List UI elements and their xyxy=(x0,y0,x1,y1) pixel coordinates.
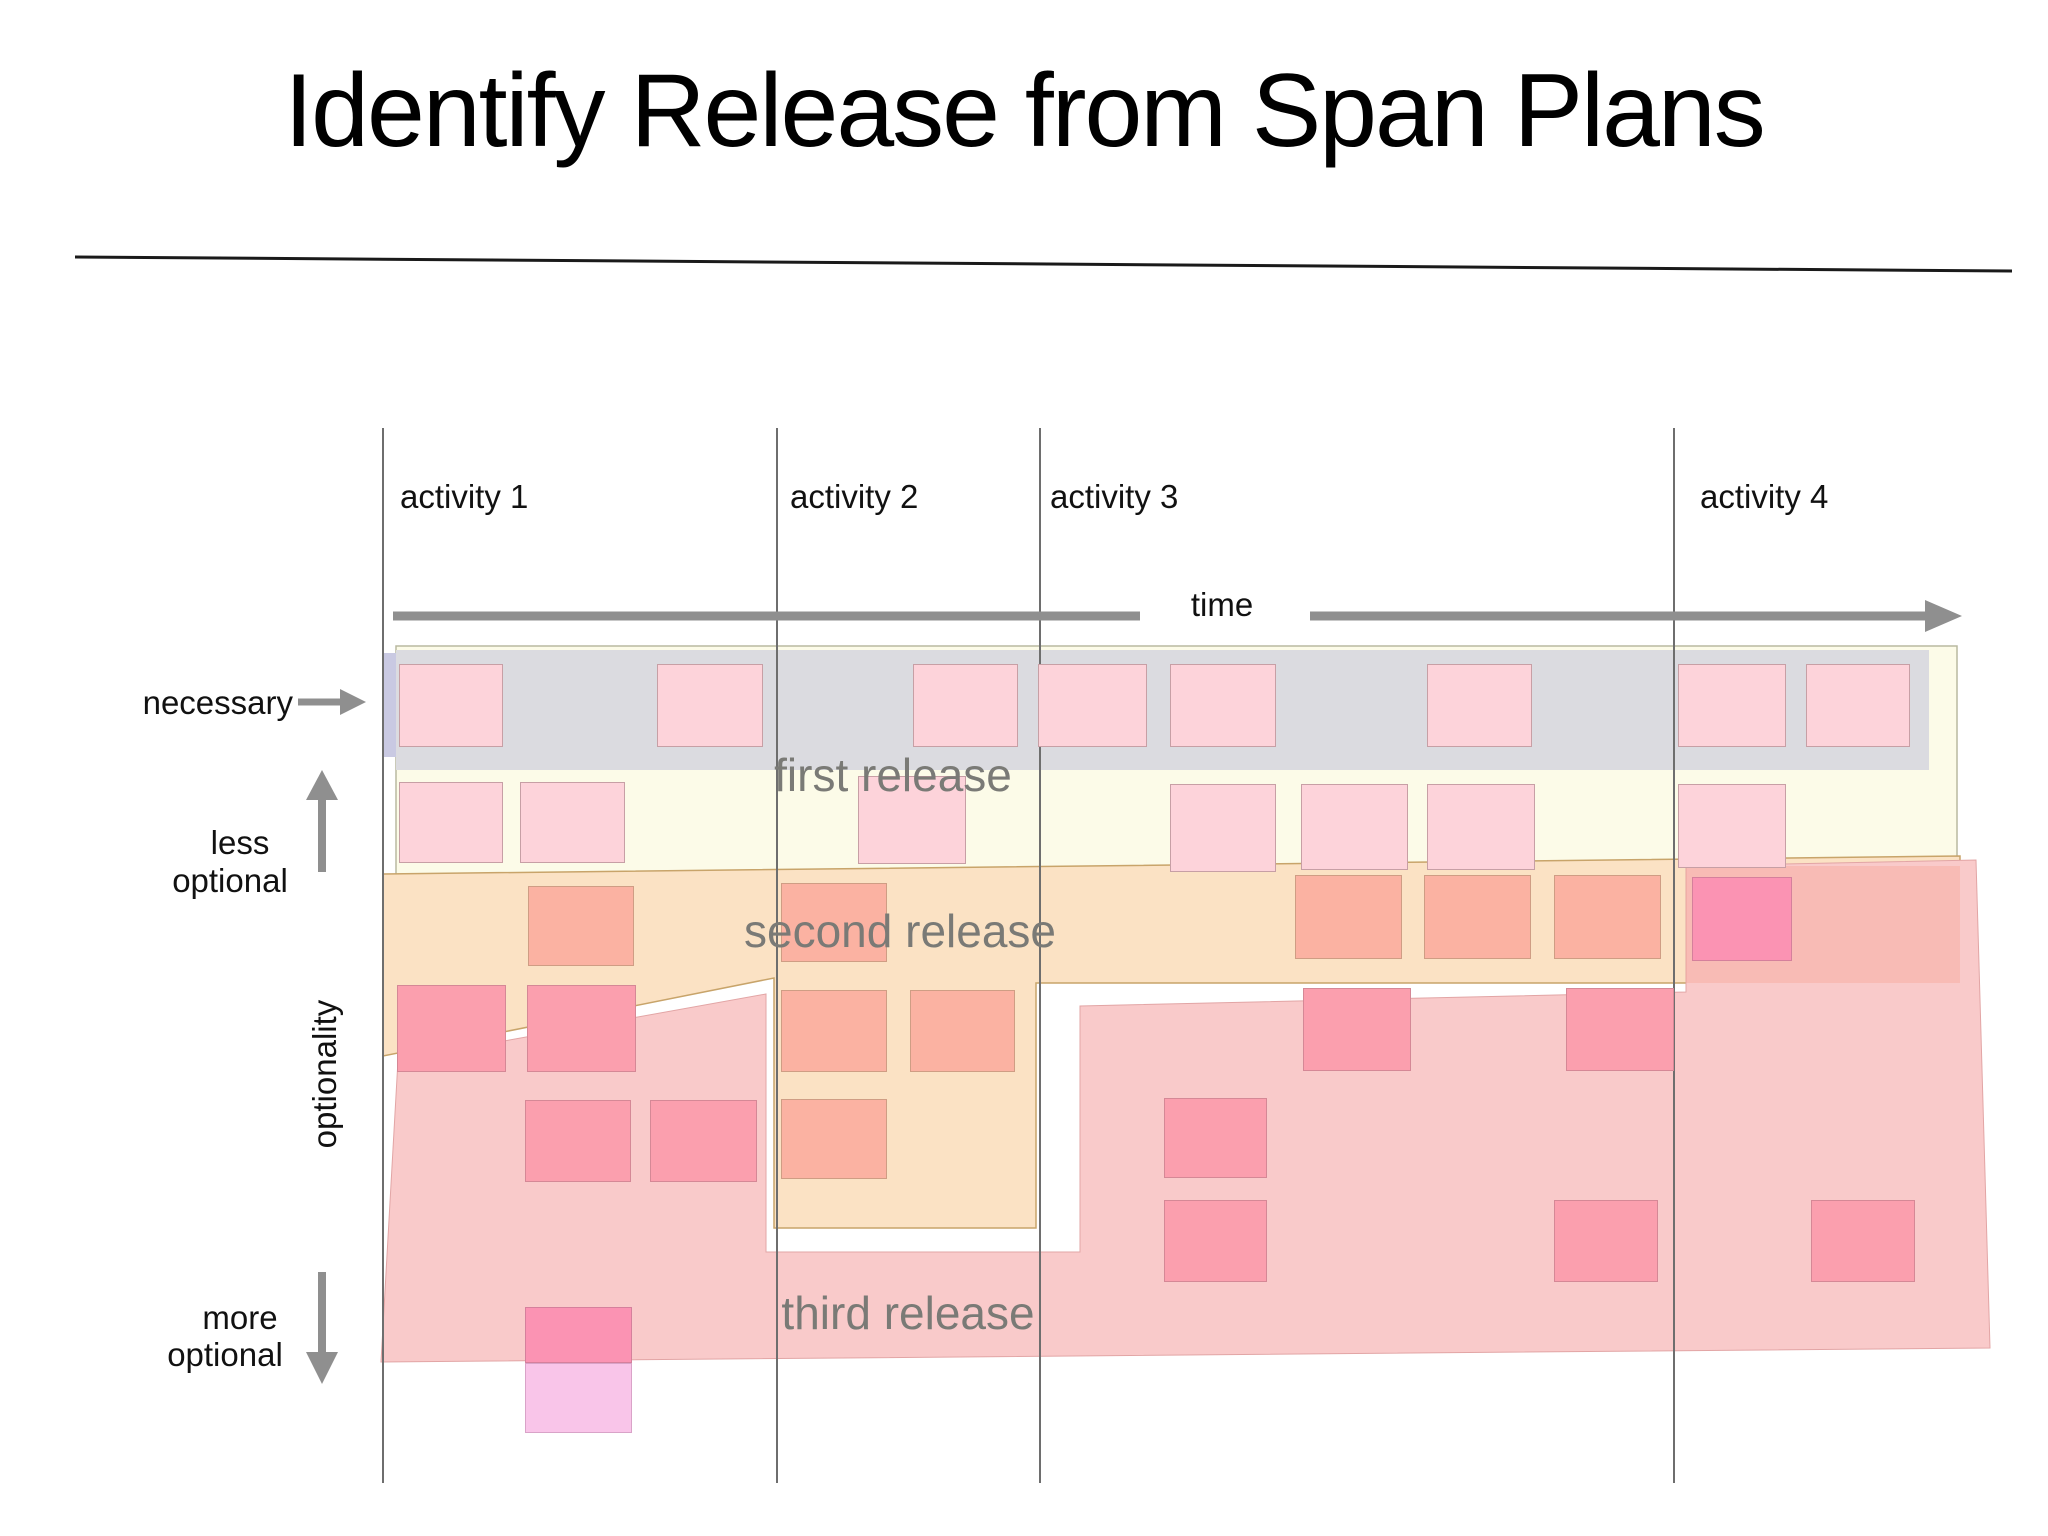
optionality-axis-label: optionality xyxy=(306,999,343,1149)
story-card xyxy=(650,1100,757,1182)
more-optional-label-line1: more xyxy=(202,1299,278,1336)
story-card xyxy=(1424,875,1531,959)
story-card xyxy=(525,1100,631,1182)
story-card xyxy=(528,886,634,966)
necessary-arrowhead-icon xyxy=(340,689,366,715)
story-card xyxy=(1554,875,1661,959)
story-card xyxy=(1295,875,1402,959)
necessary-band-left-edge xyxy=(383,653,397,757)
story-card xyxy=(781,990,887,1072)
third-release-label: third release xyxy=(781,1287,1035,1339)
story-card xyxy=(657,664,763,747)
story-card xyxy=(399,782,503,863)
less-optional-label-line2: optional xyxy=(172,862,288,899)
less-optional-label-line1: less xyxy=(210,824,270,861)
story-card xyxy=(1038,664,1147,747)
story-card xyxy=(1811,1200,1915,1282)
activity-1-label: activity 1 xyxy=(400,478,529,515)
story-card xyxy=(1301,784,1408,870)
story-card xyxy=(1303,988,1411,1071)
time-arrowhead-icon xyxy=(1925,600,1962,632)
first-release-label: first release xyxy=(774,749,1012,801)
story-card xyxy=(910,990,1015,1072)
story-card xyxy=(520,782,625,863)
story-card xyxy=(1427,664,1532,747)
story-card xyxy=(1678,784,1786,868)
story-card xyxy=(1806,664,1910,747)
time-axis-label: time xyxy=(1190,586,1254,623)
story-card xyxy=(1170,784,1276,872)
story-card xyxy=(1170,664,1276,747)
activity-2-label: activity 2 xyxy=(790,478,919,515)
story-card xyxy=(525,1363,632,1433)
activity-3-label: activity 3 xyxy=(1050,478,1179,515)
story-card xyxy=(1554,1200,1658,1282)
up-arrowhead-icon xyxy=(306,770,338,800)
story-card xyxy=(781,883,887,962)
story-card xyxy=(525,1307,632,1363)
down-arrowhead-icon xyxy=(306,1352,338,1384)
story-card xyxy=(1164,1200,1267,1282)
story-card xyxy=(527,985,636,1072)
necessary-label: necessary xyxy=(142,684,293,721)
story-card xyxy=(397,985,506,1072)
more-optional-label-line2: optional xyxy=(167,1336,283,1373)
story-card xyxy=(781,1099,887,1179)
story-card xyxy=(1427,784,1535,870)
activity-4-label: activity 4 xyxy=(1700,478,1829,515)
story-card xyxy=(913,664,1018,747)
second-release-label: second release xyxy=(744,905,1056,957)
story-card xyxy=(399,664,503,747)
title-underline xyxy=(74,255,2013,273)
story-card xyxy=(1678,664,1786,747)
story-card xyxy=(1566,988,1674,1071)
slide-title: Identify Release from Span Plans xyxy=(284,53,1766,169)
story-card xyxy=(1164,1098,1267,1178)
story-card xyxy=(858,776,966,864)
story-card xyxy=(1692,877,1792,961)
